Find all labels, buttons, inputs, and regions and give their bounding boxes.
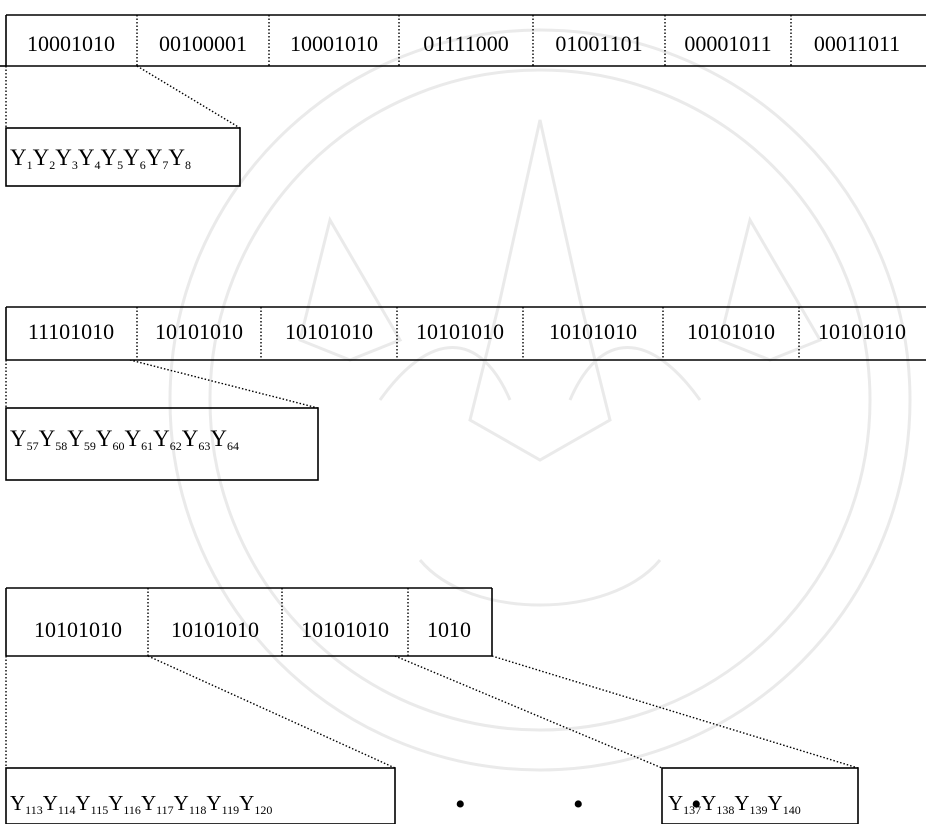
row1-byte-4: 01111000 — [423, 31, 509, 56]
row2-y-box — [5, 407, 319, 481]
row1-y-box — [5, 127, 241, 187]
row3-y-group-a: Y113Y114Y115Y116Y117Y118Y119Y120 — [10, 791, 273, 817]
row3-connector-b — [394, 655, 663, 769]
row3-byte-2: 10101010 — [171, 617, 259, 642]
row2-byte-5: 10101010 — [549, 319, 637, 344]
row1-connector-right — [136, 65, 241, 129]
row3-connector-a — [147, 655, 396, 769]
row1-byte-6: 00001011 — [684, 31, 772, 56]
ellipsis-dots: • • • — [455, 788, 752, 821]
row2-byte-7: 10101010 — [818, 319, 906, 344]
row1-byte-5: 01001101 — [555, 31, 643, 56]
row2-byte-3: 10101010 — [285, 319, 373, 344]
row2-byte-2: 10101010 — [155, 319, 243, 344]
row2-byte-6: 10101010 — [687, 319, 775, 344]
row3-byte-3: 10101010 — [301, 617, 389, 642]
row2-y-group: Y57Y58Y59Y60Y61Y62Y63Y64 — [10, 426, 239, 453]
row1-byte-2: 00100001 — [159, 31, 247, 56]
row3-connector-c — [491, 655, 859, 769]
row3-y-box-a — [5, 767, 396, 824]
row1-y-group: Y1Y2Y3Y4Y5Y6Y7Y8 — [10, 145, 191, 172]
row2-connector-right — [129, 359, 319, 409]
row2-byte-1: 11101010 — [27, 319, 115, 344]
row3-byte-1: 10101010 — [34, 617, 122, 642]
row1-byte-7: 00011011 — [813, 31, 901, 56]
row3-byte-4: 1010 — [427, 617, 471, 642]
row1-byte-1: 10001010 — [27, 31, 115, 56]
row1-byte-3: 10001010 — [290, 31, 378, 56]
row3-y-group-b: Y137Y138Y139Y140 — [668, 791, 801, 817]
row2-byte-4: 10101010 — [416, 319, 504, 344]
row3-y-box-b — [661, 767, 859, 824]
